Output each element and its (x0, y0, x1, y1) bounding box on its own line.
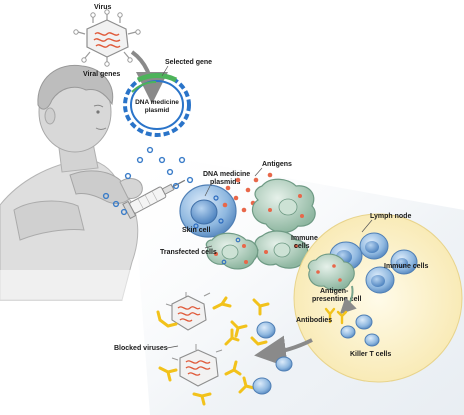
immune-cell-lower (254, 230, 309, 269)
loose-immune-cells (252, 321, 293, 395)
arrow-to-blocked-viruses (254, 335, 313, 368)
antigen-presenting-cell (307, 253, 355, 291)
killer-t-cells (340, 314, 380, 347)
label-node-immune-cells: Immune cells (384, 263, 428, 270)
label-lymph-node: Lymph node (370, 213, 411, 220)
antibody-icon (324, 307, 348, 325)
person-figure (0, 64, 143, 301)
label-apc-1: Antigen- (320, 288, 349, 295)
leader-antigens (254, 167, 263, 177)
blocked-virus-lower (171, 344, 223, 387)
label-transfected-cells: Transfected cells (160, 249, 217, 256)
label-apc-2: presenting cell (312, 296, 361, 303)
leader-transfected (204, 245, 213, 249)
immune-cell-upper (251, 178, 316, 234)
arrow-node-internal (339, 285, 357, 315)
label-dna-plasmids-1: DNA medicine (203, 171, 250, 178)
label-plasmid-1: DNA medicine (135, 99, 179, 106)
label-immune-cells-1: Immune (291, 235, 318, 242)
label-virus: Virus (94, 4, 111, 11)
skin-cell (179, 184, 237, 238)
virus-icon (73, 9, 141, 67)
label-antigens: Antigens (262, 161, 292, 168)
leader-dna-plasmids (204, 185, 211, 197)
arrow-virus-to-plasmid (130, 50, 168, 104)
label-skin-cell: Skin cell (182, 227, 210, 234)
label-blocked-viruses: Blocked viruses (114, 345, 168, 352)
antibodies-scattered (156, 296, 270, 406)
label-antibodies: Antibodies (296, 317, 332, 324)
syringe-icon (122, 179, 186, 220)
dna-helix-icon (123, 73, 191, 137)
leader-selected-gene (161, 65, 169, 77)
label-selected-gene: Selected gene (165, 59, 212, 66)
blocked-virus-upper (165, 292, 211, 331)
label-immune-cells-2: cells (294, 243, 310, 250)
leader-blocked-viruses (166, 345, 179, 349)
label-viral-genes: Viral genes (83, 71, 120, 78)
label-killer-t-cells: Killer T cells (350, 351, 391, 358)
label-dna-plasmids-2: plasmids (210, 179, 240, 186)
label-plasmid-2: plasmid (145, 107, 170, 114)
leader-lymph-node (361, 219, 373, 233)
